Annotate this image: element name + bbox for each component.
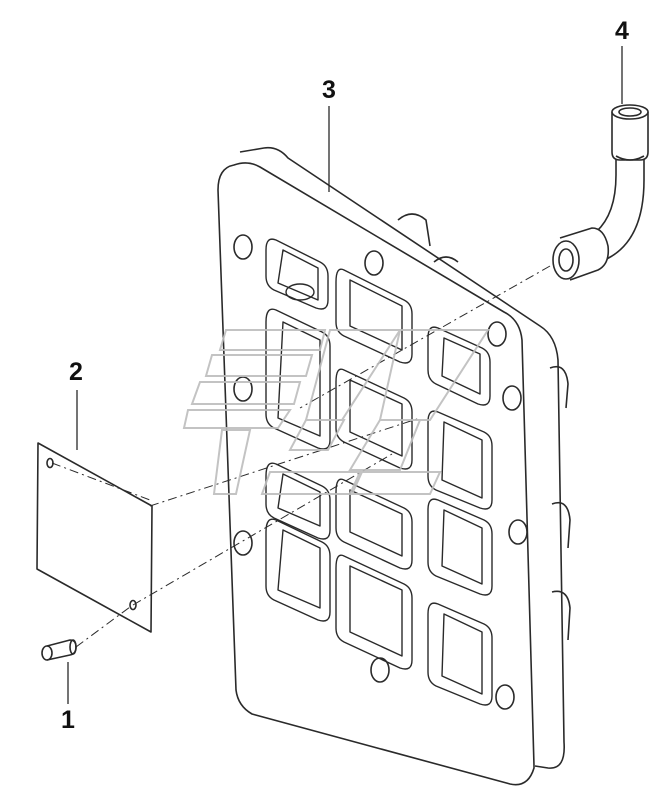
assembly-centre-lines [51, 265, 551, 648]
watermark-logo [182, 329, 490, 495]
callout-4: 4 [615, 17, 629, 45]
callout-2: 2 [69, 358, 83, 386]
cover-plate [217, 146, 571, 786]
elbow-pipe [552, 104, 649, 281]
callout-1: 1 [61, 706, 75, 734]
rivet [41, 639, 77, 661]
callout-leaders [67, 46, 623, 704]
callout-3: 3 [322, 76, 336, 104]
